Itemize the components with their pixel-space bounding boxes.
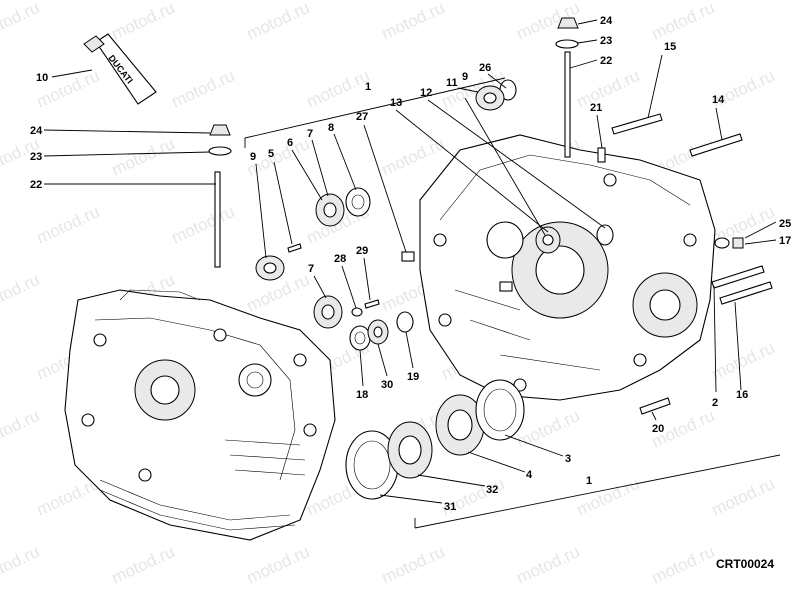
callout-19: 19 [407, 371, 419, 383]
callout-7-top: 7 [307, 128, 313, 140]
watermark-text: motod.ru [109, 0, 178, 44]
nuts-and-washers [208, 17, 744, 249]
callout-29: 29 [356, 245, 368, 257]
callout-12: 12 [420, 87, 432, 99]
callout-2: 2 [712, 397, 718, 409]
group-bracket-lines [244, 77, 781, 529]
callout-30: 30 [381, 379, 393, 391]
callout-4: 4 [526, 469, 533, 481]
leader-lines [43, 19, 777, 504]
watermark-text: motod.ru [0, 406, 42, 452]
callout-28: 28 [334, 253, 346, 265]
callout-17: 17 [779, 235, 791, 247]
callout-6: 6 [287, 137, 293, 149]
callout-22-right: 22 [600, 55, 612, 67]
callout-32: 32 [486, 484, 498, 496]
watermark-text: motod.ru [0, 542, 42, 588]
watermark-text: motod.ru [379, 134, 448, 180]
watermark-text: motod.ru [709, 338, 778, 384]
watermark-text: motod.ru [379, 0, 448, 44]
callout-8: 8 [328, 122, 334, 134]
callout-7-mid: 7 [308, 263, 314, 275]
callout-21: 21 [590, 102, 602, 114]
callout-11: 11 [446, 77, 458, 89]
callout-10: 10 [36, 72, 48, 84]
callout-27: 27 [356, 111, 368, 123]
callout-labels: 10 24 23 22 24 23 22 15 14 21 26 9 11 12… [30, 15, 791, 513]
drawing-code: CRT00024 [716, 557, 774, 571]
callout-22-left: 22 [30, 179, 42, 191]
callout-31: 31 [444, 501, 456, 513]
right-crankcase-half [419, 134, 716, 401]
callout-25: 25 [779, 218, 791, 230]
callout-18: 18 [356, 389, 368, 401]
watermark-text: motod.ru [109, 134, 178, 180]
watermark-text: motod.ru [169, 66, 238, 112]
callout-5: 5 [268, 148, 274, 160]
callout-15: 15 [664, 41, 676, 53]
studs-and-bolts [214, 51, 773, 415]
callout-1-bottom: 1 [586, 475, 592, 487]
watermark-text: motod.ru [0, 0, 42, 44]
callout-14: 14 [712, 94, 725, 106]
watermark-text: motod.ru [304, 66, 373, 112]
callout-9-top: 9 [462, 71, 468, 83]
callout-3: 3 [565, 453, 571, 465]
callout-24-right: 24 [600, 15, 613, 27]
callout-9-left: 9 [250, 151, 256, 163]
watermark-text: motod.ru [379, 542, 448, 588]
callout-20: 20 [652, 423, 664, 435]
watermark-text: motod.ru [109, 542, 178, 588]
watermark-text: motod.ru [244, 0, 313, 44]
left-crankcase-half [64, 289, 336, 541]
watermark-text: motod.ru [514, 542, 583, 588]
watermark-text: motod.ru [649, 542, 718, 588]
bearings-and-seals [255, 85, 614, 500]
watermark-text: motod.ru [34, 202, 103, 248]
watermark-text: motod.ru [0, 270, 42, 316]
callout-23-right: 23 [600, 35, 612, 47]
watermark-text: motod.ru [709, 474, 778, 520]
watermark-text: motod.ru [574, 66, 643, 112]
watermark-text: motod.ru [649, 0, 718, 44]
callout-26: 26 [479, 62, 491, 74]
watermark-text: motod.ru [574, 474, 643, 520]
callout-13: 13 [390, 97, 402, 109]
watermark-text: motod.ru [244, 542, 313, 588]
watermark-text: motod.ru [169, 202, 238, 248]
callout-1-top: 1 [365, 81, 371, 93]
callout-24-left: 24 [30, 125, 43, 137]
callout-16: 16 [736, 389, 748, 401]
callout-23-left: 23 [30, 151, 42, 163]
